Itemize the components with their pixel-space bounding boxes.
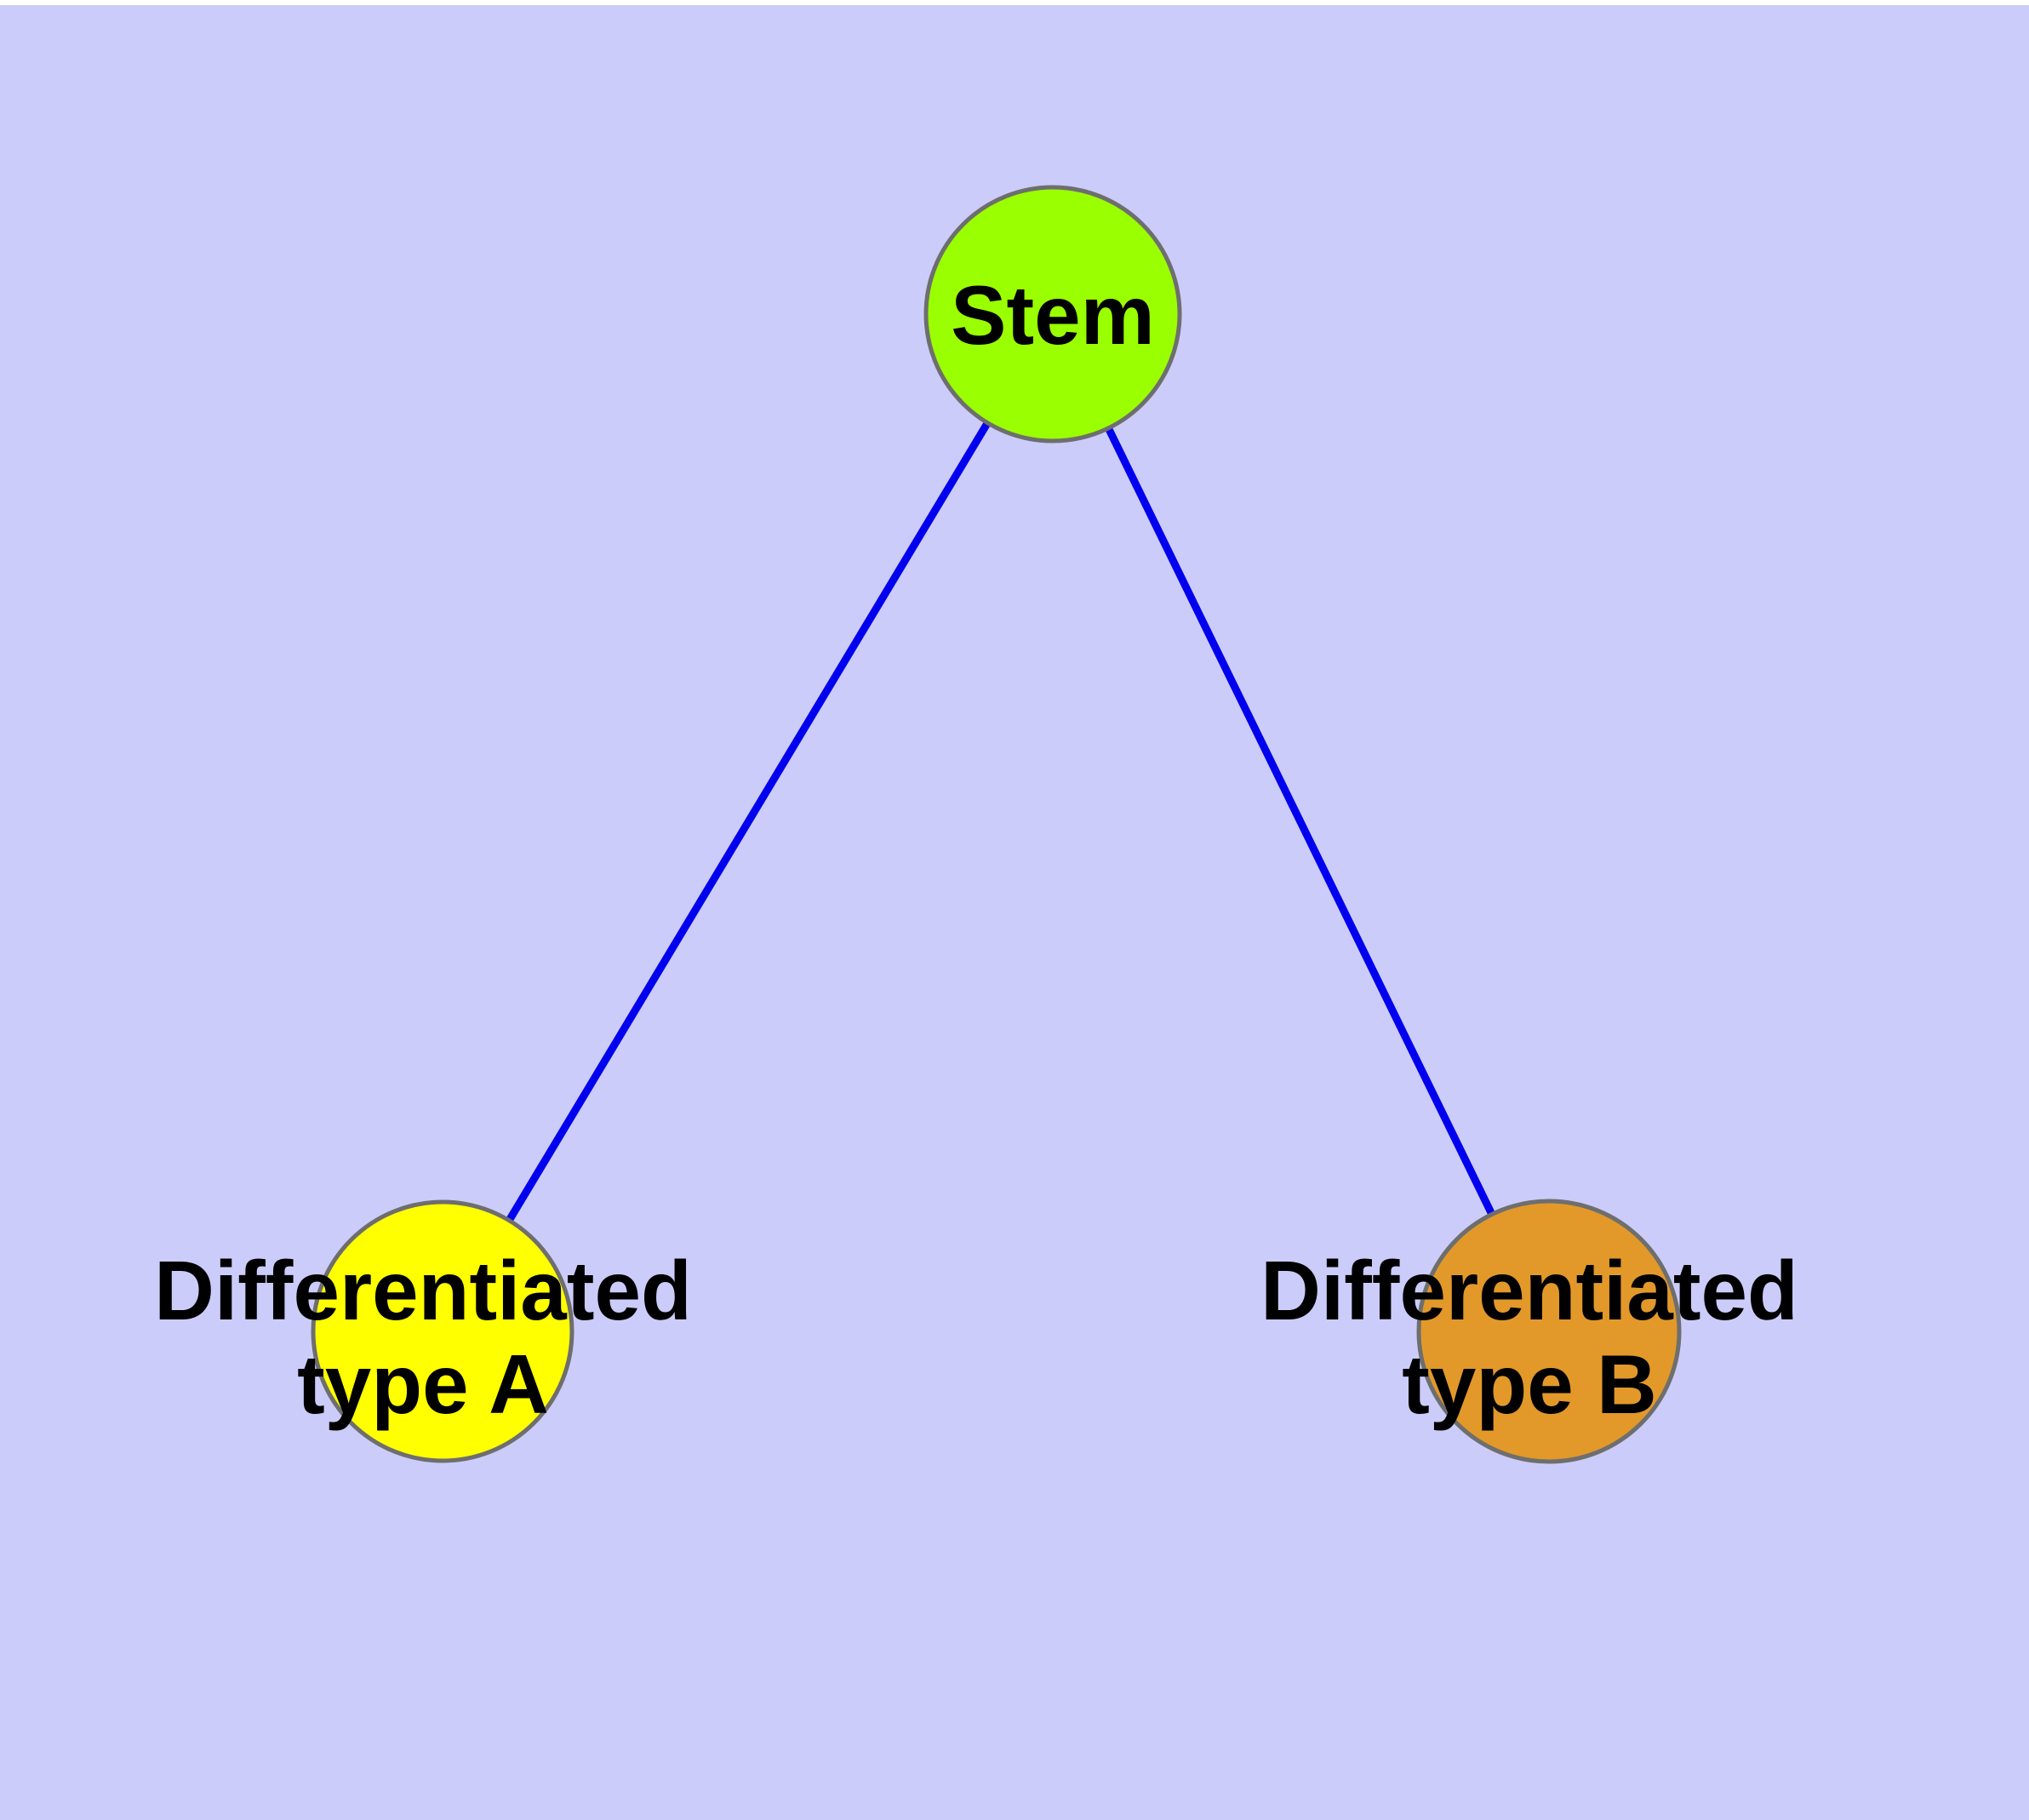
node-stem-label-line1: Stem [951, 268, 1155, 362]
edge-stem-to-diff-a[interactable] [439, 312, 1056, 1334]
node-diff-b-label-line1: Differentiated [1260, 1244, 1798, 1337]
node-diff-a[interactable] [311, 1199, 574, 1463]
label-layer: Stem Differentiated type A Differentiate… [154, 268, 1798, 1431]
node-diff-b-label-line2: type B [1402, 1337, 1657, 1431]
node-stem[interactable] [923, 185, 1182, 444]
edge-layer [439, 312, 1553, 1334]
edge-stem-to-diff-b[interactable] [1049, 312, 1553, 1333]
node-diff-b-circle[interactable] [1416, 1199, 1682, 1464]
node-diff-a-label-line1: Differentiated [154, 1244, 692, 1337]
node-diff-b[interactable] [1416, 1199, 1682, 1464]
node-stem-circle[interactable] [923, 185, 1182, 444]
node-diff-a-circle[interactable] [311, 1199, 574, 1463]
node-diff-a-label-line2: type A [297, 1337, 549, 1431]
